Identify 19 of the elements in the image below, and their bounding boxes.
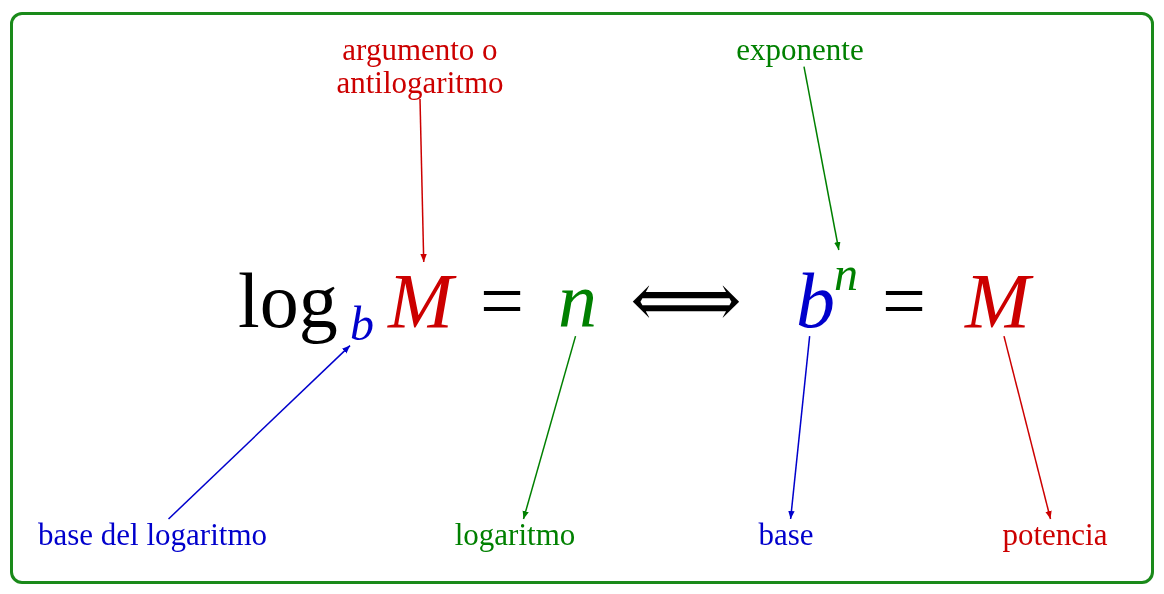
leader-arrow [788,335,811,520]
leader-arrow [803,65,841,251]
equivalence-arrow-symbol: ⟺ [630,262,742,340]
annotation-label: potencia [980,519,1130,552]
exponent-symbol: n [834,250,858,298]
annotation-label: argumento o antilogaritmo [300,34,540,100]
variable-symbol: b [796,262,835,340]
annotation-label: exponente [700,34,900,67]
subscript-symbol: b [350,300,374,348]
leader-arrow [1003,335,1052,520]
leader-arrow [167,344,351,520]
leader-arrow [419,98,427,263]
equals-symbol: = [882,262,926,340]
annotation-label: base [740,519,832,552]
variable-symbol: n [558,262,597,340]
equals-symbol: = [480,262,524,340]
annotation-label: logaritmo [430,519,600,552]
annotation-label: base del logaritmo [38,519,267,552]
leader-arrow [522,335,577,520]
